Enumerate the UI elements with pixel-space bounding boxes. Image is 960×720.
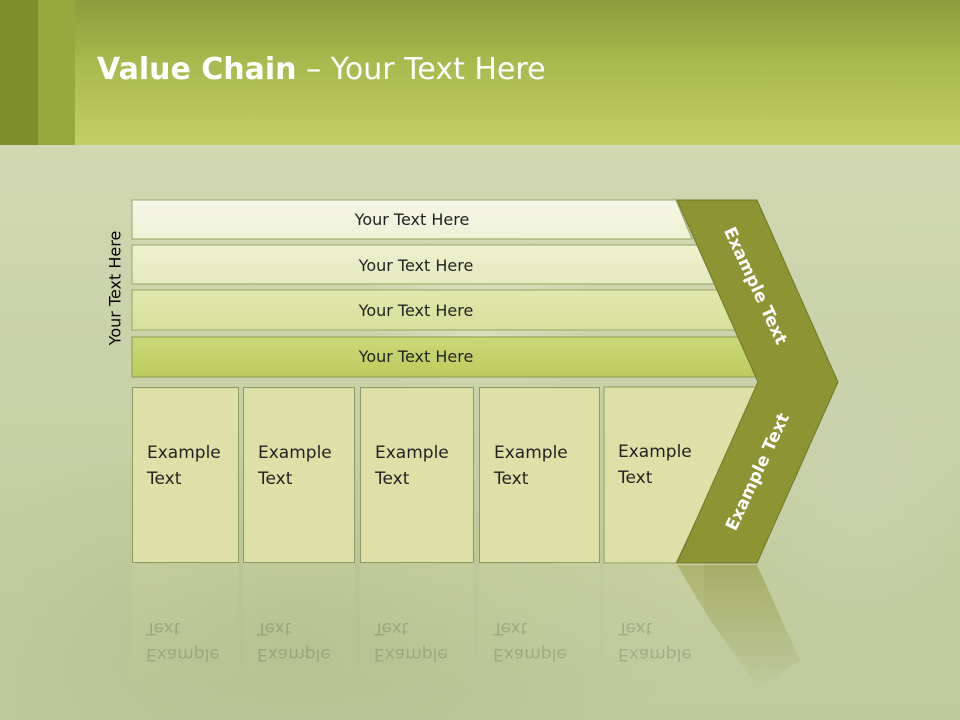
row-2[interactable]: Your Text Here xyxy=(358,256,474,275)
row-4[interactable]: Your Text Here xyxy=(358,347,474,366)
side-label[interactable]: Your Text Here xyxy=(105,230,125,346)
slide-title[interactable]: Value Chain – Your Text Here xyxy=(97,52,546,87)
header-accent-stripe xyxy=(0,0,38,145)
row-3[interactable]: Your Text Here xyxy=(358,301,474,320)
header-accent-stripe xyxy=(38,0,75,145)
chevron-reflection xyxy=(677,565,800,690)
row-1-shape xyxy=(131,199,693,240)
columns-end-wedge xyxy=(603,386,761,564)
chevron-shape xyxy=(676,199,839,564)
title-bar: Value Chain – Your Text Here xyxy=(0,0,960,145)
row-1[interactable]: Your Text Here xyxy=(354,210,470,229)
